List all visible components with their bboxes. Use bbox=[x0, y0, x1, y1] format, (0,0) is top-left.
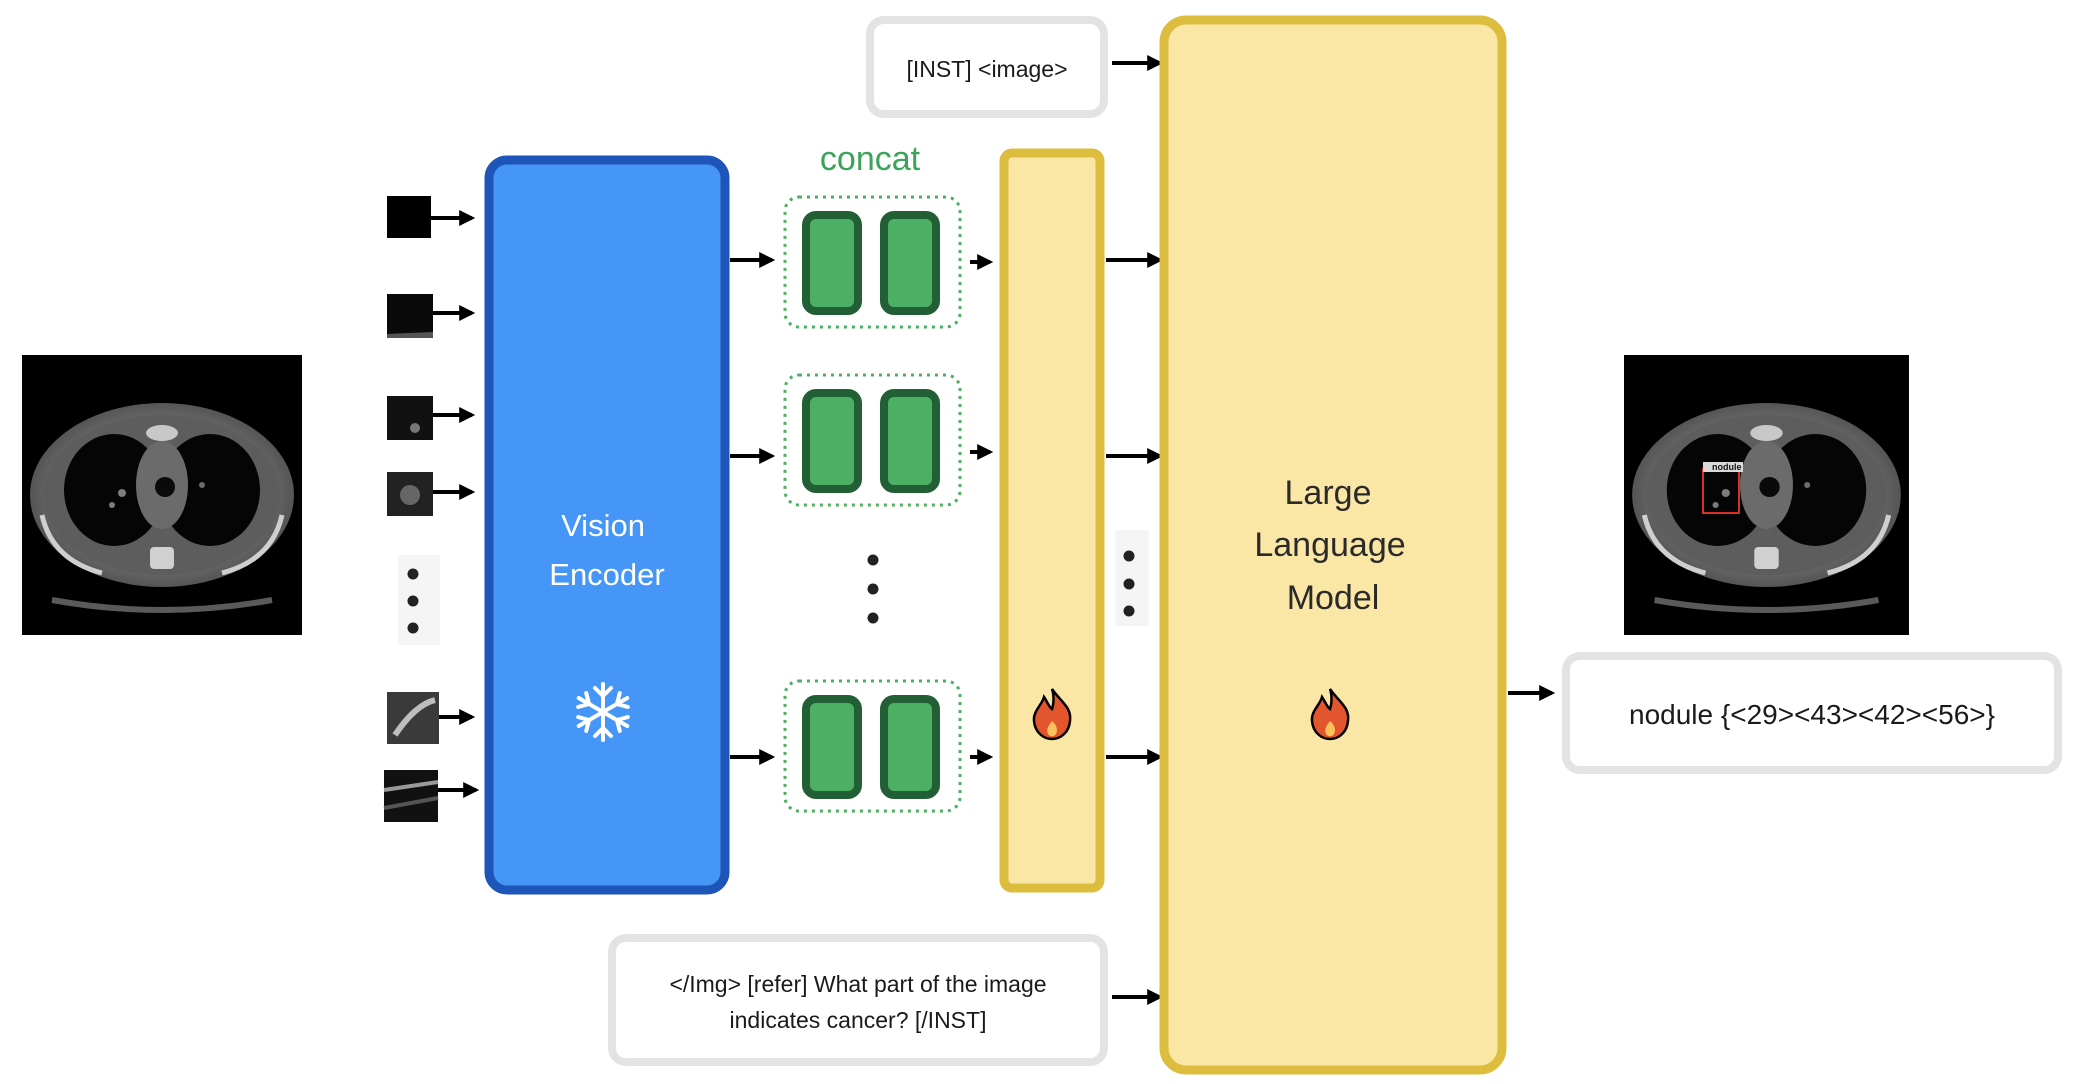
llm-label-line3: Model bbox=[1287, 579, 1380, 617]
token-group bbox=[783, 195, 962, 329]
vision-encoder-label-line2: Encoder bbox=[549, 557, 664, 592]
patch-ellipsis bbox=[398, 555, 440, 645]
patch-thumbnail bbox=[387, 396, 433, 440]
token-ellipsis bbox=[867, 554, 879, 624]
prompt-top-box: [INST] <image> bbox=[866, 16, 1108, 118]
projector-arrows bbox=[1106, 252, 1164, 765]
input-ct-image bbox=[22, 355, 302, 635]
vision-encoder-label-line1: Vision bbox=[561, 508, 645, 543]
token-arrows bbox=[970, 254, 994, 765]
token-group bbox=[783, 679, 962, 813]
snowflake-icon bbox=[572, 682, 634, 742]
flame-icon bbox=[1310, 688, 1350, 741]
vision-encoder: Vision Encoder bbox=[484, 155, 730, 895]
prompt-bottom-line2: indicates cancer? [/INST] bbox=[730, 1007, 987, 1033]
prompt-top-text: [INST] <image> bbox=[906, 56, 1067, 82]
flame-icon bbox=[1032, 688, 1072, 741]
llm-input-ellipsis bbox=[1115, 530, 1149, 626]
patch-thumbnails bbox=[383, 196, 439, 822]
patch-thumbnail bbox=[384, 770, 438, 822]
llm-label-line2: Language bbox=[1254, 526, 1405, 564]
patch-thumbnail bbox=[387, 294, 433, 338]
patch-thumbnail bbox=[387, 196, 431, 238]
nodule-box-label: nodule bbox=[1712, 462, 1742, 472]
patch-arrows bbox=[431, 210, 480, 798]
output-box: nodule {<29><43><42><56>} bbox=[1562, 652, 2062, 774]
token-group bbox=[783, 373, 962, 507]
projector-layer bbox=[999, 148, 1105, 893]
output-text: nodule {<29><43><42><56>} bbox=[1629, 699, 1995, 730]
llm-label-line1: Large bbox=[1285, 474, 1372, 512]
encoder-arrows bbox=[730, 252, 776, 765]
output-ct-image: nodule bbox=[1624, 355, 1909, 635]
concat-label: concat bbox=[820, 140, 921, 178]
prompt-bottom-box: </Img> [refer] What part of the image in… bbox=[608, 934, 1108, 1066]
prompt-bottom-line1: </Img> [refer] What part of the image bbox=[669, 971, 1046, 997]
large-language-model: Large Language Model bbox=[1159, 15, 1507, 1075]
